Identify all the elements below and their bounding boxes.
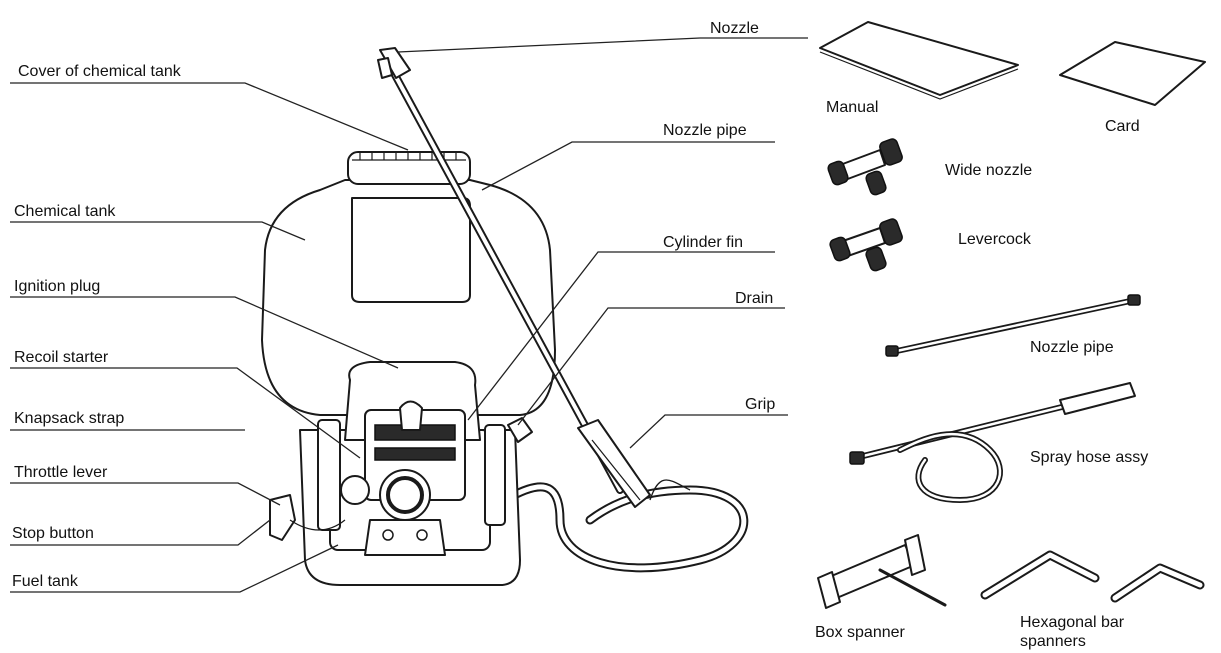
label-nozzle-pipe-accessory: Nozzle pipe bbox=[1030, 339, 1114, 356]
box-spanner-icon bbox=[817, 534, 947, 609]
label-throttle-lever: Throttle lever bbox=[14, 464, 108, 481]
card-illustration bbox=[1059, 41, 1206, 106]
nozzle-pipe-accessory-icon bbox=[885, 294, 1141, 357]
label-drain: Drain bbox=[735, 290, 773, 307]
label-knapsack-strap: Knapsack strap bbox=[14, 410, 124, 427]
label-recoil-starter: Recoil starter bbox=[14, 349, 109, 366]
label-nozzle-pipe: Nozzle pipe bbox=[663, 122, 747, 139]
hexagonal-bar-spanners-icon bbox=[980, 550, 1205, 603]
label-ignition-plug: Ignition plug bbox=[14, 278, 100, 295]
wide-nozzle-icon bbox=[827, 138, 903, 196]
levercock-icon bbox=[829, 218, 903, 272]
label-nozzle: Nozzle bbox=[710, 20, 759, 37]
label-box-spanner: Box spanner bbox=[815, 624, 906, 641]
label-grip: Grip bbox=[745, 396, 775, 413]
label-hexagonal-bar-line2: spanners bbox=[1020, 633, 1086, 650]
label-fuel-tank: Fuel tank bbox=[12, 573, 79, 590]
spray-hose-assy-icon bbox=[849, 382, 1136, 504]
sprayer-illustration bbox=[261, 47, 749, 586]
label-cylinder-fin: Cylinder fin bbox=[663, 234, 743, 251]
manual-illustration bbox=[819, 21, 1019, 100]
leader-lines bbox=[10, 37, 808, 593]
label-hexagonal-bar-line1: Hexagonal bar bbox=[1020, 614, 1125, 631]
label-wide-nozzle: Wide nozzle bbox=[945, 162, 1032, 179]
label-card: Card bbox=[1105, 118, 1140, 135]
label-cover-of-chemical-tank: Cover of chemical tank bbox=[18, 63, 182, 80]
label-spray-hose-assy: Spray hose assy bbox=[1030, 449, 1148, 466]
label-chemical-tank: Chemical tank bbox=[14, 203, 116, 220]
label-levercock: Levercock bbox=[958, 231, 1032, 248]
label-manual: Manual bbox=[826, 99, 878, 116]
label-stop-button: Stop button bbox=[12, 525, 94, 542]
